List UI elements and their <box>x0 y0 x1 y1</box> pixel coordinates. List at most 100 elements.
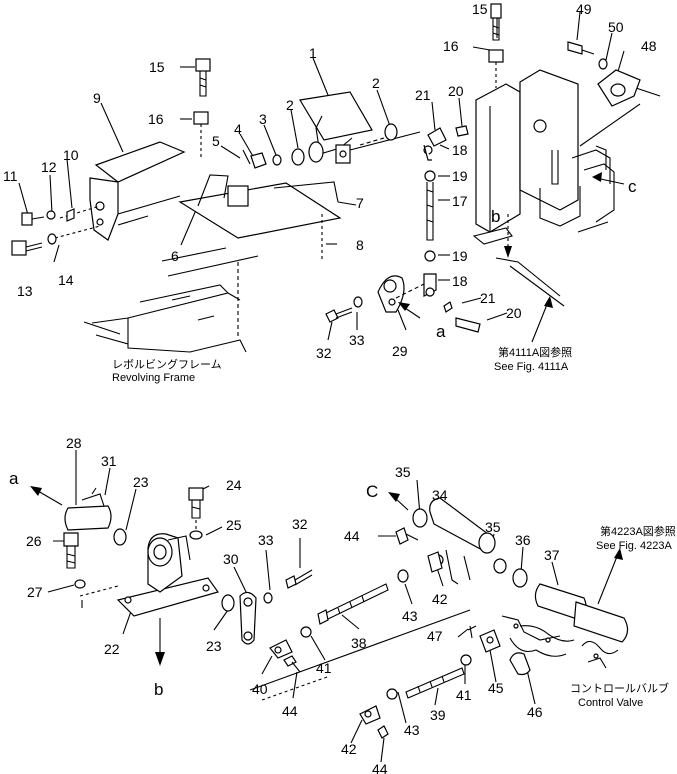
lever-30 <box>239 569 313 673</box>
shaft-37 <box>512 548 629 643</box>
part-label-48: 48 <box>641 38 657 54</box>
bolt-15-left <box>193 58 211 160</box>
part-label-44-top: 44 <box>344 528 360 544</box>
part-label-19-bottom: 19 <box>452 248 468 264</box>
part-label-29: 29 <box>392 343 408 359</box>
part-label-37: 37 <box>544 547 560 563</box>
part-label-33-top: 33 <box>349 332 365 348</box>
part-label-44-mid: 44 <box>282 703 298 719</box>
part-label-23-mid: 23 <box>206 638 222 654</box>
part-label-3: 3 <box>259 111 267 127</box>
shaft-28 <box>30 486 127 546</box>
part-label-9: 9 <box>93 90 101 106</box>
part-label-24: 24 <box>226 477 242 493</box>
revolving-frame-drawing <box>83 247 259 353</box>
part-label-15-top: 15 <box>472 1 488 17</box>
part-label-43-bottom: 43 <box>404 722 420 738</box>
part-label-8: 8 <box>356 237 364 253</box>
part-label-19-top: 19 <box>452 168 468 184</box>
note-see-4223-jp: 第4223A図参照 <box>600 524 676 538</box>
part-label-18-top: 18 <box>452 142 468 158</box>
part-label-41-left: 41 <box>316 660 332 676</box>
part-label-39: 39 <box>430 707 446 723</box>
marker-b-lower: b <box>154 680 163 699</box>
part-label-41-right: 41 <box>456 687 472 703</box>
part-label-22: 22 <box>104 641 120 657</box>
part-label-4: 4 <box>234 121 242 137</box>
leader-lines-upper <box>18 11 625 341</box>
part-label-32-top: 32 <box>316 345 332 361</box>
bolts-11-13 <box>11 208 75 256</box>
part-label-27: 27 <box>27 584 43 600</box>
bracket-6 <box>178 174 342 262</box>
note-see-4223-en: See Fig. 4223A <box>596 540 672 552</box>
rod-38 <box>249 583 471 701</box>
linkage-17-19 <box>423 125 481 333</box>
marker-b-upper: b <box>491 207 500 226</box>
part-label-7: 7 <box>356 195 364 211</box>
part-label-20-bottom: 20 <box>506 305 522 321</box>
note-control-valve-en: Control Valve <box>578 697 643 709</box>
part-label-28: 28 <box>66 435 82 451</box>
part-label-36: 36 <box>515 532 531 548</box>
part-label-1: 1 <box>309 45 317 61</box>
note-see-4111-jp: 第4111A図参照 <box>498 345 572 359</box>
part-label-42-bottom: 42 <box>341 741 357 757</box>
part-label-15-left: 15 <box>149 59 165 75</box>
part-label-21-bottom: 21 <box>480 290 496 306</box>
part-label-25: 25 <box>226 517 242 533</box>
part-label-5: 5 <box>212 133 220 149</box>
note-revolving-frame-jp: レボルビングフレーム <box>112 357 222 371</box>
part-label-35-top: 35 <box>395 464 411 480</box>
marker-C-lower: C <box>366 482 378 501</box>
note-revolving-frame-en: Revolving Frame <box>112 372 195 384</box>
part-label-20-top: 20 <box>448 83 464 99</box>
part-label-2-left: 2 <box>286 97 294 113</box>
part-label-43-top: 43 <box>402 608 418 624</box>
arrows-upper <box>398 172 625 343</box>
note-control-valve-jp: コントロールバルブ <box>570 681 669 695</box>
part-label-46: 46 <box>527 704 543 720</box>
part-label-33-bottom: 33 <box>258 532 274 548</box>
part-label-18-bottom: 18 <box>452 273 468 289</box>
pedal-1 <box>242 91 421 169</box>
part-label-40: 40 <box>252 681 268 697</box>
rod-39-joint-45 <box>359 615 619 739</box>
part-label-45: 45 <box>488 680 504 696</box>
part-label-16-top: 16 <box>443 38 459 54</box>
part-label-12: 12 <box>41 159 57 175</box>
part-label-21-top: 21 <box>415 87 431 103</box>
part-label-14: 14 <box>58 272 74 288</box>
part-label-23-left: 23 <box>133 474 149 490</box>
lever-34 <box>378 492 507 585</box>
part-label-34: 34 <box>432 487 448 503</box>
part-label-50: 50 <box>608 19 624 35</box>
marker-a-upper: a <box>436 322 446 341</box>
part-label-44-bottom: 44 <box>372 761 388 774</box>
bracket-22 <box>63 487 235 666</box>
part-label-47: 47 <box>427 628 443 644</box>
part-label-2-right: 2 <box>372 75 380 91</box>
part-label-17: 17 <box>452 193 468 209</box>
part-label-42-top: 42 <box>432 591 448 607</box>
reference-notes: レボルビングフレーム Revolving Frame 第4111A図参照 See… <box>112 345 676 709</box>
note-see-4111-en: See Fig. 4111A <box>494 361 569 373</box>
part-label-49: 49 <box>576 1 592 17</box>
letter-markers: c b a a C b <box>9 177 637 699</box>
part-label-26: 26 <box>26 533 42 549</box>
part-label-6: 6 <box>171 248 179 264</box>
marker-c-upper: c <box>628 177 637 196</box>
part-label-35-right: 35 <box>485 519 501 535</box>
pedal-9 <box>54 141 186 241</box>
part-label-30: 30 <box>223 551 239 567</box>
column-assembly <box>472 3 661 307</box>
part-label-38: 38 <box>351 635 367 651</box>
part-label-11: 11 <box>3 168 18 184</box>
part-number-labels: 15 49 50 16 48 1 15 2 9 20 21 2 16 3 4 5… <box>3 1 657 774</box>
part-label-31: 31 <box>101 453 117 469</box>
part-label-10: 10 <box>63 147 79 163</box>
lever-29 <box>325 275 425 323</box>
part-label-32-bottom: 32 <box>292 516 308 532</box>
part-label-13: 13 <box>17 283 33 299</box>
